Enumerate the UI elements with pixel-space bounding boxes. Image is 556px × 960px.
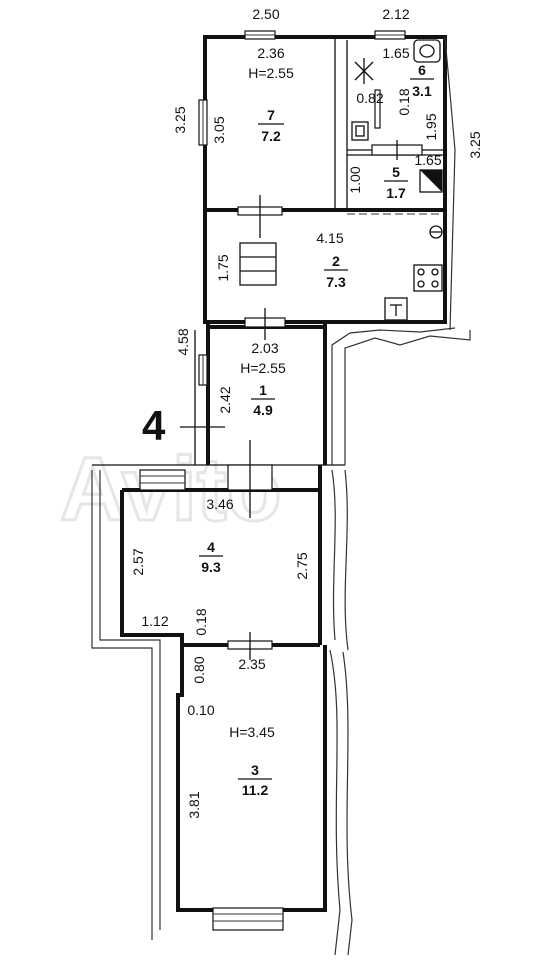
dim-label: 1.65 (414, 152, 441, 168)
dim-label: 2.12 (382, 6, 409, 22)
room-2-number: 2 (332, 253, 340, 269)
stairs-icon (239, 242, 277, 286)
toilet-icon (413, 39, 441, 63)
room-3-height: H=3.45 (229, 724, 275, 740)
washbasin-icon (351, 121, 369, 141)
room-7-number: 7 (267, 107, 275, 123)
room-2-area: 7.3 (326, 274, 346, 290)
sink-icon (429, 225, 443, 239)
room-3-area: 11.2 (242, 782, 269, 798)
room-1-label: H=2.55 1 4.9 (240, 360, 286, 418)
dim-label: 2.75 (294, 552, 310, 579)
dim-label: 3.46 (206, 496, 233, 512)
dim-label: 0.10 (187, 702, 214, 718)
dim-label: 2.35 (238, 656, 265, 672)
door-6 (374, 89, 381, 129)
room-6-number: 6 (418, 62, 426, 78)
dim-label: 2.36 (257, 45, 284, 61)
boiler-icon (384, 297, 408, 321)
room-7-label: H=2.55 7 7.2 (248, 65, 294, 144)
shower-icon (354, 58, 374, 84)
window-room-3 (212, 907, 284, 931)
room-7-height: H=2.55 (248, 65, 294, 81)
doors (180, 89, 423, 660)
room-4-area: 9.3 (201, 559, 221, 575)
room-6-area: 3.1 (412, 83, 432, 99)
dim-label: 3.25 (172, 106, 188, 133)
dim-label: 2.42 (217, 386, 233, 413)
room-4-label: 4 9.3 (199, 539, 223, 575)
dim-label: 2.03 (251, 340, 278, 356)
dim-label: 1.12 (141, 613, 168, 629)
room-4-number: 4 (207, 539, 215, 555)
dim-label: 0.82 (356, 90, 383, 106)
room-5-number: 5 (392, 164, 400, 180)
dim-label: 2.50 (252, 6, 279, 22)
water-heater-icon (419, 169, 443, 193)
room-6-label: 6 3.1 (410, 62, 434, 99)
dim-label: 4.58 (175, 328, 191, 355)
outer-boundary (91, 36, 471, 956)
dimension-labels: 2.50 2.12 2.36 1.65 0.82 0.18 1.95 3.25 … (130, 6, 483, 819)
dim-label: 1.75 (215, 254, 231, 281)
window-room-4 (139, 469, 186, 491)
room-1-area: 4.9 (253, 402, 273, 418)
windows (139, 30, 406, 931)
room-3-label: H=3.45 3 11.2 (229, 724, 275, 798)
room-5-area: 1.7 (386, 185, 406, 201)
dim-label: 0.80 (191, 656, 207, 683)
room-1-number: 1 (259, 382, 267, 398)
section-marker: 4 (142, 402, 166, 449)
room-5-label: 5 1.7 (384, 164, 408, 201)
dim-label: 0.18 (193, 608, 209, 635)
dim-label: 4.15 (316, 230, 343, 246)
dim-label: 1.65 (382, 45, 409, 61)
dim-label: 0.18 (396, 88, 412, 115)
room-7-area: 7.2 (261, 128, 281, 144)
dim-label: 1.00 (347, 166, 363, 193)
dim-label: 3.05 (211, 116, 227, 143)
walls-upper (203, 35, 447, 324)
stove-icon (413, 264, 443, 292)
dim-label: 1.95 (423, 113, 439, 140)
room-3-number: 3 (251, 762, 259, 778)
dim-label: 2.57 (130, 548, 146, 575)
dim-label: 3.25 (467, 131, 483, 158)
room-labels: H=2.55 7 7.2 6 3.1 5 1.7 2 7.3 H=2.55 1 … (199, 62, 434, 798)
dim-label: 3.81 (186, 791, 202, 818)
fixtures (239, 39, 443, 321)
room-1-height: H=2.55 (240, 360, 286, 376)
room-2-label: 2 7.3 (324, 253, 348, 290)
